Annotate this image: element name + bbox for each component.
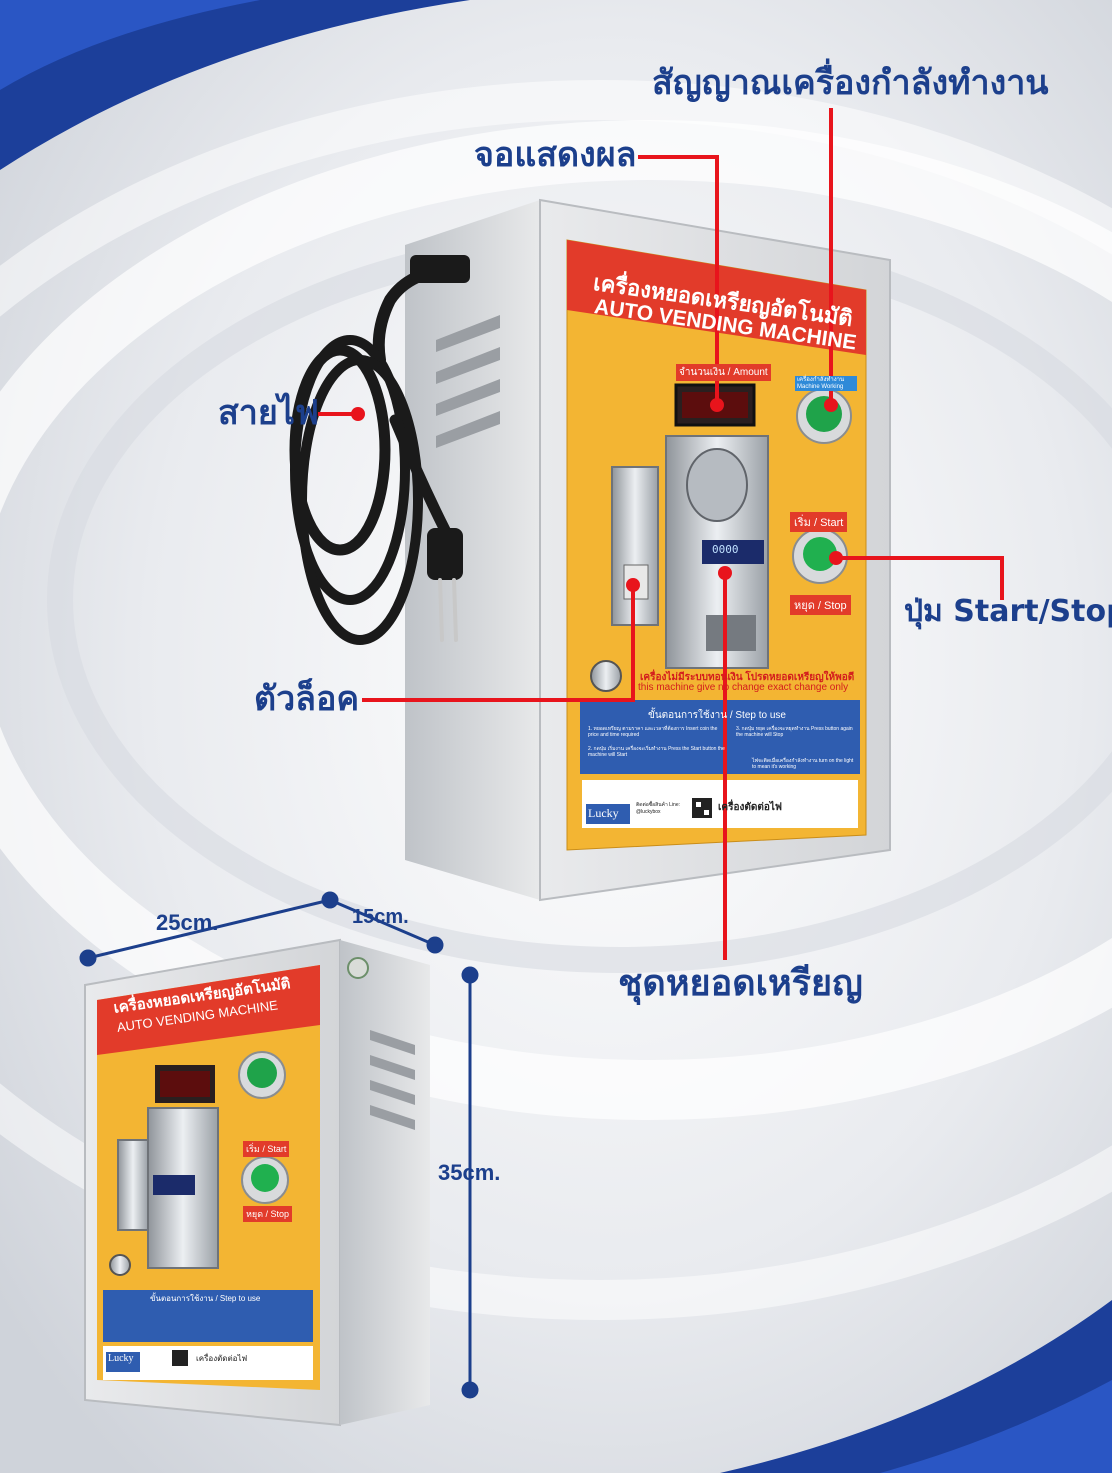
no-change-en: this machine give no change exact change… (638, 682, 849, 693)
amount-label: จำนวนเงิน / Amount (676, 364, 771, 381)
steps-title: ขั้นตอนการใช้งาน / Step to use (648, 710, 786, 721)
small-device-name: เครื่องตัดต่อไฟ (196, 1354, 248, 1363)
callout-power-signal: สัญญาณเครื่องกำลังทำงาน (652, 63, 1049, 103)
small-stop-label: หยุด / Stop (243, 1206, 293, 1222)
small-brand-logo: Lucky (108, 1353, 134, 1364)
dimension-height: 35cm. (438, 1160, 501, 1185)
callout-coin-acceptor: ชุดหยอดเหรียญ (618, 963, 863, 1004)
dimension-depth: 15cm. (352, 906, 409, 928)
main-machine (405, 198, 891, 902)
small-steps-title: ขั้นตอนการใช้งาน / Step to use (150, 1294, 261, 1303)
callout-power-cord: สายไฟ (218, 393, 319, 433)
callout-lines (318, 108, 1004, 960)
callout-display: จอแสดงผล (474, 135, 637, 175)
top-left-blue-corner (0, 0, 470, 170)
step-1: 1. หยอดเหรียญ ตามราคา และเวลาที่ต้องการ … (588, 726, 718, 738)
dimension-lines (79, 891, 479, 1399)
small-machine (84, 938, 430, 1427)
step-2: 2. กดปุ่ม เริ่มงาน เครื่องจะเริ่มทำงาน P… (588, 746, 725, 758)
device-name: เครื่องตัดต่อไฟ (718, 802, 782, 813)
callout-lock: ตัวล็อค (254, 679, 360, 719)
working-label: เครื่องกำลังทำงาน Machine Working (795, 376, 857, 392)
callout-dots (351, 398, 843, 592)
brand-logo: Lucky (588, 806, 619, 820)
small-start-label: เริ่ม / Start (243, 1141, 290, 1157)
callout-start-stop: ปุ่ม Start/Stop (904, 594, 1112, 629)
step-3: 3. กดปุ่ม หยุด เครื่องจะหยุดทำงาน Press … (736, 726, 853, 738)
dimension-width: 25cm. (156, 910, 219, 935)
coin-counter: 0000 (712, 543, 739, 556)
stop-label: หยุด / Stop (790, 595, 851, 615)
start-label: เริ่ม / Start (790, 512, 848, 532)
line-label: ติดต่อซื้อสินค้า Line: @luckybox (636, 802, 680, 815)
light-note: ไฟจะติดเมื่อเครื่องกำลังทำงาน turn on th… (752, 758, 854, 770)
no-change-th: เครื่องไม่มีระบบทอนเงิน โปรดหยอดเหรียญให… (640, 672, 855, 683)
power-cord (289, 255, 470, 645)
